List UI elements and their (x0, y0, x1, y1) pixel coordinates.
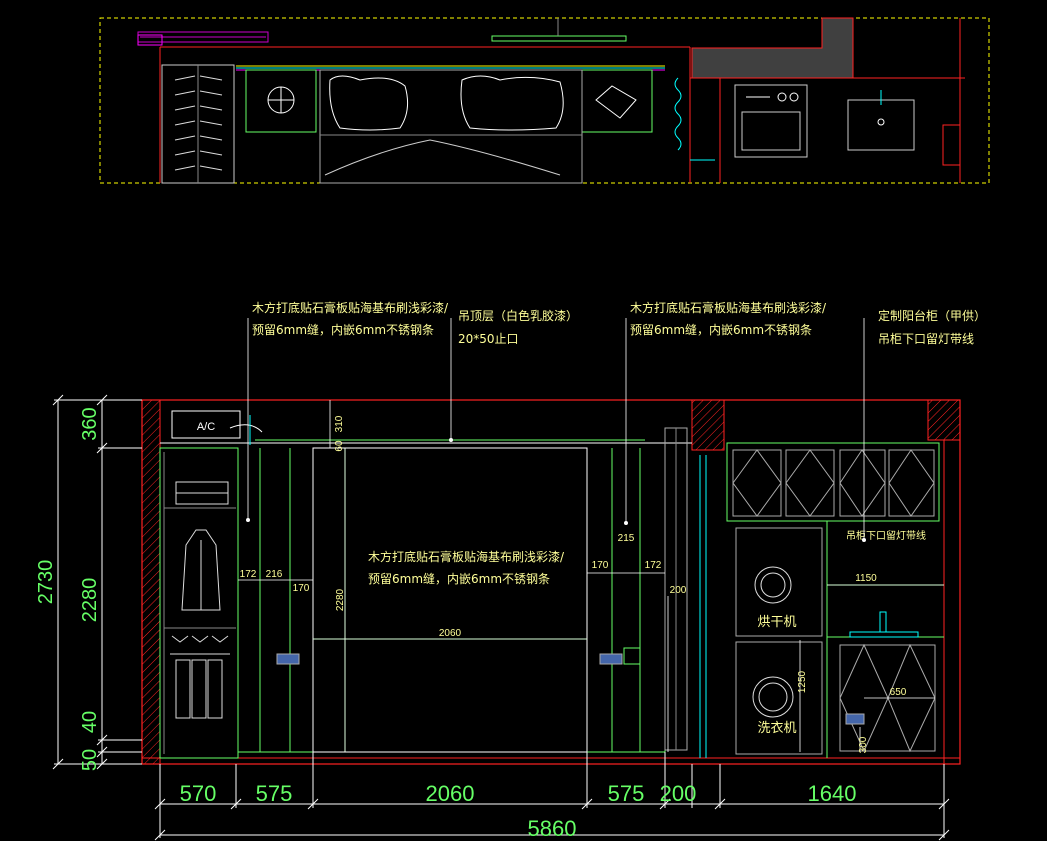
left-dimensions: 360 2730 2280 40 50 (35, 394, 142, 771)
annotation-left-line2: 预留6mm缝，内嵌6mm不锈钢条 (252, 322, 434, 337)
dim-2060: 2060 (426, 781, 475, 806)
right-wall-hatch (927, 399, 961, 441)
dim-2060-inner: 2060 (439, 628, 462, 639)
washer-label: 洗衣机 (757, 720, 796, 736)
dim-575-left: 575 (256, 781, 293, 806)
annotation-left-line1: 木方打底贴石膏板贴海基布刷浅彩漆/ (252, 300, 449, 315)
dim-50: 50 (79, 749, 101, 771)
dim-200-inner: 200 (670, 585, 687, 596)
plan-window-green (491, 35, 627, 42)
dim-1150: 1150 (855, 573, 877, 584)
dim-60: 60 (334, 440, 345, 452)
plan-view (99, 17, 990, 184)
plan-pillow-right (460, 75, 564, 131)
annotation-right-line2: 预留6mm缝，内嵌6mm不锈钢条 (630, 322, 812, 337)
annotations: 木方打底贴石膏板贴海基布刷浅彩漆/ 预留6mm缝，内嵌6mm不锈钢条 吊顶层（白… (252, 300, 986, 586)
dim-310: 310 (334, 415, 345, 432)
dim-650: 650 (890, 687, 907, 698)
headboard-wall (312, 447, 588, 753)
plan-washer (734, 84, 808, 158)
elevation-view: A/C (141, 318, 961, 765)
inner-dimensions: 310 60 172 216 170 2280 2060 170 215 172… (238, 400, 944, 753)
bottom-dimensions: 570 575 2060 575 200 1640 5860 (154, 752, 950, 841)
plan-pillow-left (329, 75, 409, 131)
annotation-cabinet-line1: 定制阳台柜（甲供） (878, 308, 986, 323)
annotation-center-line2: 预留6mm缝，内嵌6mm不锈钢条 (368, 571, 550, 586)
dryer (735, 527, 823, 637)
dim-360: 360 (79, 407, 101, 440)
plan-nightstand-right (581, 69, 653, 133)
dim-170-left: 170 (293, 583, 310, 594)
dim-200: 200 (660, 781, 697, 806)
dim-2280-inner: 2280 (335, 588, 346, 611)
dim-5860: 5860 (528, 816, 577, 841)
plan-phone-icon (595, 85, 637, 119)
jacket-icon (181, 529, 221, 611)
ac-unit (171, 410, 241, 439)
wall-panels (237, 448, 666, 753)
annotation-center-line1: 木方打底贴石膏板贴海基布刷浅彩漆/ (368, 549, 565, 564)
dim-170-right: 170 (592, 560, 609, 571)
plan-curtain (674, 77, 682, 151)
dryer-label: 烘干机 (757, 615, 796, 630)
dim-172-right: 172 (645, 560, 662, 571)
dim-215: 215 (618, 533, 635, 544)
socket-right (599, 653, 623, 665)
annotation-ceiling-line2: 20*50止口 (458, 332, 519, 346)
trousers-icon (170, 653, 230, 719)
socket-left (276, 653, 300, 665)
dim-570: 570 (180, 781, 217, 806)
dim-2280: 2280 (79, 578, 101, 623)
annotation-cabinet-line2: 吊柜下口留灯带线 (878, 332, 974, 346)
dim-575-right: 575 (608, 781, 645, 806)
wardrobe (159, 447, 239, 759)
upper-cabinet (726, 442, 940, 522)
annotation-ceiling-line1: 吊顶层（白色乳胶漆） (458, 308, 578, 323)
mid-wall-hatch (691, 399, 725, 451)
annotation-right-line1: 木方打底贴石膏板贴海基布刷浅彩漆/ (630, 300, 827, 315)
dim-2730: 2730 (35, 560, 57, 605)
light-strip-label: 吊柜下口留灯带线 (846, 529, 926, 542)
plan-bed (319, 69, 583, 184)
washer (735, 641, 823, 755)
left-wall-hatch (141, 399, 161, 765)
dim-216: 216 (266, 569, 283, 580)
dim-172-left: 172 (240, 569, 257, 580)
dim-300: 300 (858, 736, 869, 753)
dim-1640: 1640 (808, 781, 857, 806)
plan-nightstand-left (245, 69, 317, 133)
ac-label: A/C (197, 421, 215, 433)
elevation-outline (141, 399, 961, 765)
plan-column (691, 17, 854, 79)
plan-hangers (174, 75, 223, 171)
dim-1250: 1250 (797, 670, 808, 693)
dim-40: 40 (79, 711, 101, 733)
